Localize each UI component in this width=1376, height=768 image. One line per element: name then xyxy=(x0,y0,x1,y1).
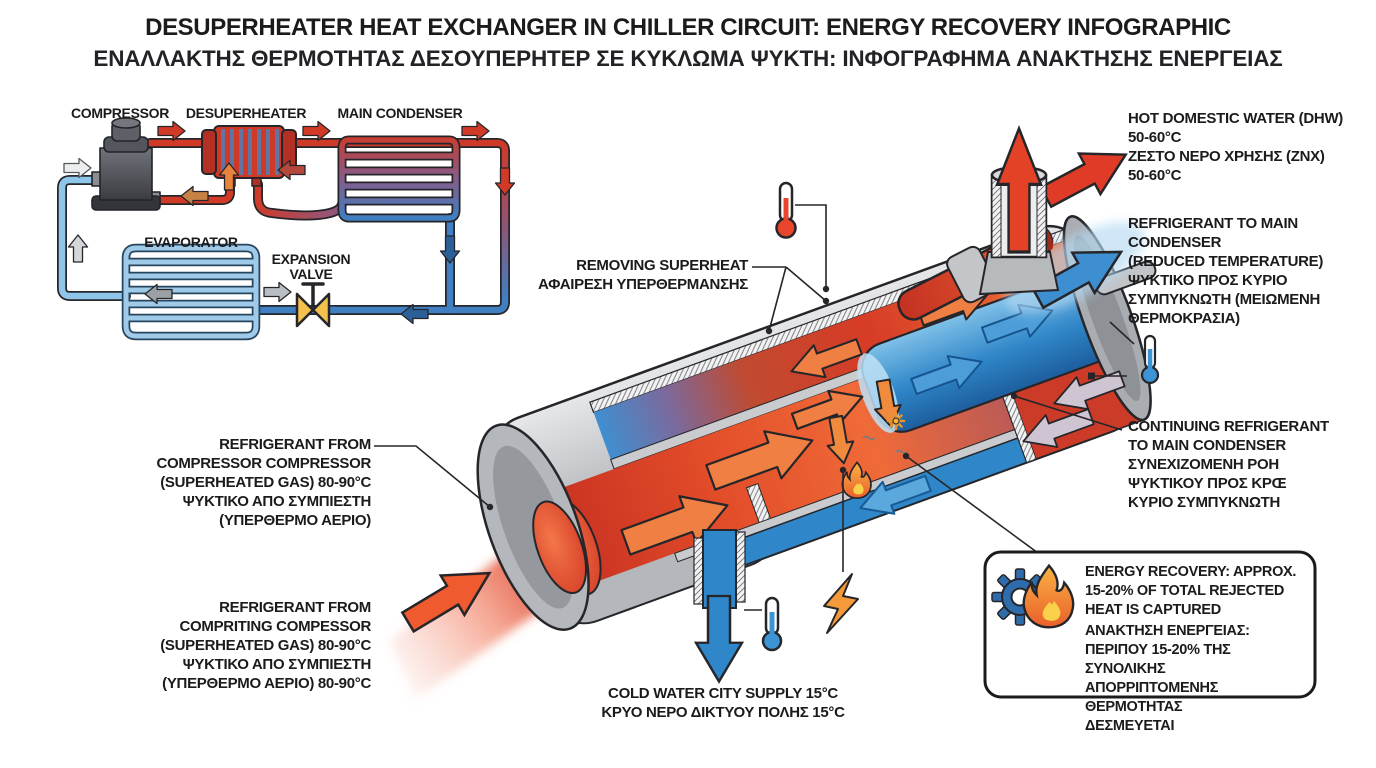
callout-refrigerant-from-compressor-2: REFRIGERANT FROM COMPRITING COMPESSOR (S… xyxy=(160,599,371,693)
energy-recovery-box xyxy=(983,550,1317,699)
page-subtitle-greek: ΕΝΑΛΛΑΚΤΗΣ ΘΕΡΜΟΤΗΤΑΣ ΔΕΣΟΥΠΕΡΗΤΕΡ ΣΕ ΚΥ… xyxy=(93,46,1283,71)
callout-cold-water-supply: COLD WATER CITY SUPPLY 15°C ΚΡΥΟ ΝΕΡΟ ΔΙ… xyxy=(601,685,845,722)
hot-water-vertical-pipe xyxy=(978,126,1060,296)
page-title: DESUPERHEATER HEAT EXCHANGER IN CHILLER … xyxy=(145,14,1231,41)
expansion-valve-graphic xyxy=(295,282,331,328)
callout-refrigerant-to-condenser: REFRIGERANT TO MAIN CONDENSER (REDUCED T… xyxy=(1128,215,1324,328)
label-main-condenser: MAIN CONDENSER xyxy=(337,105,463,121)
leader-lines xyxy=(374,204,1135,611)
label-compressor: COMPRESSOR xyxy=(70,105,170,121)
thermometer-cold-bottom-icon xyxy=(761,596,783,652)
thermometer-cold-right-icon xyxy=(1140,334,1160,385)
schematic-diagram xyxy=(57,117,516,341)
condenser-graphic xyxy=(337,135,461,223)
callout-removing-superheat: REMOVING SUPERHEAT ΑΦΑΙΡΕΣΗ ΥΠΕΡΘΕΡΜΑΝΣΗ… xyxy=(538,257,748,294)
sparkle-icon xyxy=(886,411,906,431)
dhw-outlet-arrow xyxy=(1033,133,1138,219)
gear-flame-icon xyxy=(991,564,1075,629)
desuperheater-graphic xyxy=(201,125,297,187)
energy-box-text-el: ΑΝΑΚΤΗΣΗ ΕΝΕΡΓΕΙΑΣ: ΠΕΡΙΠΟΥ 15-20% ΤΗΣ Σ… xyxy=(1085,623,1250,734)
thermometer-hot-icon xyxy=(775,181,797,239)
label-expansion-valve: EXPANSION VALVE xyxy=(271,251,351,283)
label-desuperheater: DESUPERHEATER xyxy=(185,105,307,121)
callout-continuing-refrigerant: CONTINUING REFRIGERANT TO MAIN CONDENSER… xyxy=(1128,418,1329,512)
cold-water-inlet-pipe xyxy=(693,529,746,683)
energy-box-text-en: ENERGY RECOVERY: APPROX. 15-20% OF TOTAL… xyxy=(1085,564,1297,618)
callout-refrigerant-from-compressor: REFRIGERANT FROM COMPRESSOR COMPRESSOR (… xyxy=(156,436,371,530)
callout-hot-domestic-water: HOT DOMESTIC WATER (DHW) 50-60°C ΖΕΣΤΟ Ν… xyxy=(1128,110,1343,185)
lightning-icon xyxy=(823,573,859,634)
evaporator-graphic xyxy=(121,243,261,341)
label-evaporator: EVAPORATOR xyxy=(144,234,238,250)
compressor-graphic xyxy=(91,117,161,211)
